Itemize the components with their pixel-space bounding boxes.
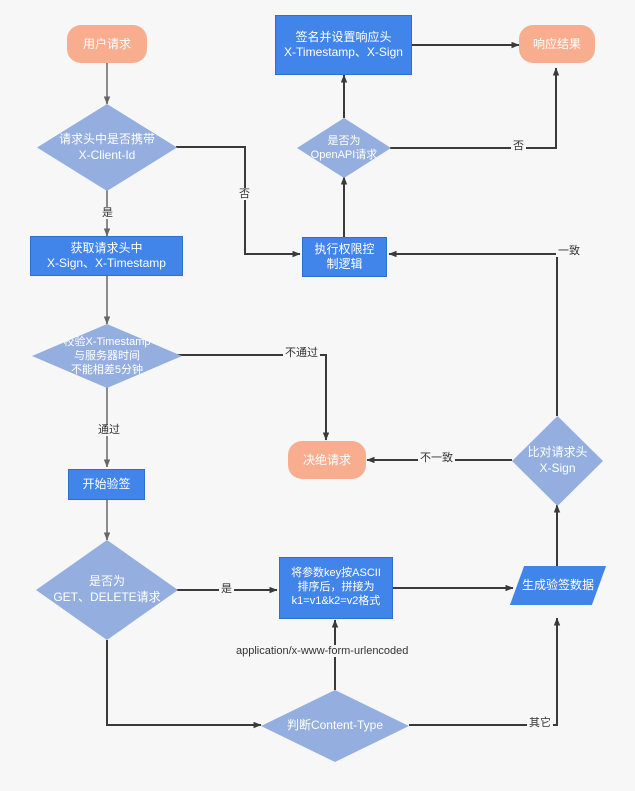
diamond-shape <box>32 324 182 388</box>
edge-is-openapi-no <box>390 67 560 149</box>
edge-check-timestamp-fail <box>176 354 330 441</box>
node-sort-params-label: 将参数key按ASCII 排序后，拼接为 k1=v1&k2=v2格式 <box>291 567 381 607</box>
diamond-shape <box>37 104 177 191</box>
node-has-client-id-label: 请求头中是否携带 X-Client-Id <box>58 131 155 162</box>
node-is-openapi[interactable]: 是否为 OpenAPI请求 <box>297 118 391 178</box>
node-gen-sign-data[interactable]: 生成验签数据 <box>509 566 607 605</box>
edge-label-is-get-delete-yes: 是 <box>219 583 234 596</box>
node-user-request[interactable]: 用户请求 <box>67 25 147 63</box>
edge-is-get-delete-to-content-type <box>106 640 262 729</box>
node-is-get-delete[interactable]: 是否为 GET、DELETE请求 <box>36 540 178 640</box>
node-judge-content-type[interactable]: 判断Content-Type <box>261 690 409 762</box>
edge-content-type-other <box>409 617 561 726</box>
node-get-sign-headers-label: 获取请求头中 X-Sign、X-Timestamp <box>47 241 166 270</box>
edge-label-has-client-id-yes: 是 <box>100 207 115 220</box>
node-sign-and-set-header[interactable]: 签名并设置响应头 X-Timestamp、X-Sign <box>275 15 412 75</box>
node-is-openapi-label: 是否为 OpenAPI请求 <box>310 134 378 161</box>
edge-label-check-timestamp-fail: 不通过 <box>283 347 320 360</box>
node-exec-auth-logic[interactable]: 执行权限控 制逻辑 <box>302 237 387 277</box>
edge-label-check-timestamp-pass: 通过 <box>96 424 122 437</box>
node-response-result[interactable]: 响应结果 <box>519 25 595 63</box>
edge-label-has-client-id-no: 否 <box>237 188 252 201</box>
node-user-request-label: 用户请求 <box>82 36 131 51</box>
node-sign-and-set-header-label: 签名并设置响应头 X-Timestamp、X-Sign <box>284 30 403 59</box>
node-exec-auth-logic-label: 执行权限控 制逻辑 <box>314 242 375 271</box>
node-gen-sign-data-label: 生成验签数据 <box>521 578 594 592</box>
node-sort-params[interactable]: 将参数key按ASCII 排序后，拼接为 k1=v1&k2=v2格式 <box>279 557 393 619</box>
node-has-client-id[interactable]: 请求头中是否携带 X-Client-Id <box>37 104 177 191</box>
node-reject-request-label: 决绝请求 <box>302 452 351 467</box>
node-judge-content-type-label: 判断Content-Type <box>286 718 384 733</box>
edge-compare-sign-match <box>388 250 558 416</box>
edge-label-compare-sign-match: 一致 <box>556 245 582 258</box>
node-is-get-delete-label: 是否为 GET、DELETE请求 <box>53 574 161 604</box>
edge-label-content-type-form: application/x-www-form-urlencoded <box>234 645 411 658</box>
diamond-shape <box>512 416 603 506</box>
diamond-shape <box>261 690 409 762</box>
node-reject-request[interactable]: 决绝请求 <box>288 441 366 479</box>
node-start-verify-sign-label: 开始验签 <box>82 477 131 491</box>
node-check-timestamp-label: 校验X-Timestamp 与服务器时间 不能相差5分钟 <box>63 335 151 377</box>
node-get-sign-headers[interactable]: 获取请求头中 X-Sign、X-Timestamp <box>30 236 183 276</box>
node-response-result-label: 响应结果 <box>532 36 581 51</box>
edge-has-client-id-no <box>176 146 301 258</box>
node-check-timestamp[interactable]: 校验X-Timestamp 与服务器时间 不能相差5分钟 <box>32 324 182 388</box>
diamond-shape <box>36 540 178 640</box>
node-compare-sign[interactable]: 比对请求头 X-Sign <box>512 416 603 506</box>
edge-label-is-openapi-no: 否 <box>511 140 526 153</box>
edge-label-compare-sign-mismatch: 不一致 <box>418 452 455 465</box>
node-compare-sign-label: 比对请求头 X-Sign <box>527 445 588 475</box>
node-start-verify-sign[interactable]: 开始验签 <box>68 469 145 500</box>
diamond-shape <box>297 118 391 178</box>
edge-label-content-type-other: 其它 <box>527 717 553 730</box>
